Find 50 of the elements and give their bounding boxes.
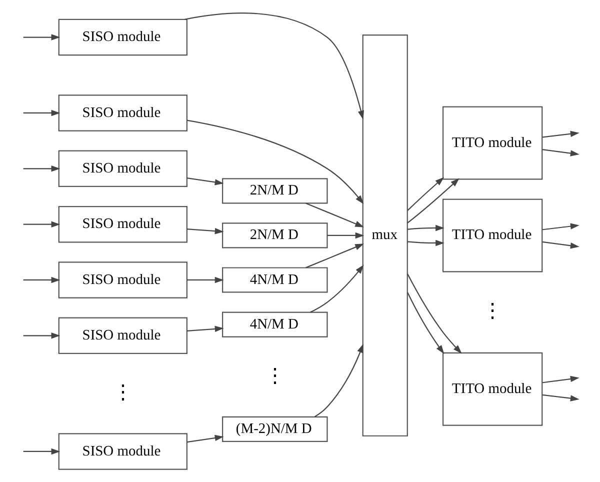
arrow: [406, 224, 444, 232]
label: ⋮: [482, 300, 502, 322]
node-box: SISO module: [58, 150, 187, 188]
arrow: [186, 228, 224, 234]
arrow: [22, 34, 60, 40]
node-box: 2N/M D: [222, 178, 328, 204]
arrow: [542, 376, 579, 384]
arrow: [542, 394, 579, 402]
node-box: SISO module: [58, 206, 187, 243]
node-box: 2N/M D: [222, 222, 328, 248]
arrow: [542, 148, 579, 156]
node-box: SISO module: [58, 433, 187, 470]
arrow: [186, 177, 224, 186]
arrow: [186, 434, 224, 443]
arrow: [22, 221, 60, 228]
node-box: 4N/M D: [222, 312, 328, 338]
arrow: [542, 223, 579, 230]
arrow: [22, 276, 60, 284]
arrow: [542, 130, 579, 138]
node-box: SISO module: [58, 18, 187, 56]
node-box: SISO module: [58, 317, 187, 354]
node-box: SISO module: [58, 94, 187, 132]
arrow: [186, 276, 224, 284]
node-box: (M-2)N/M D: [222, 416, 328, 442]
arrow: [186, 326, 224, 332]
arrow: [22, 166, 60, 172]
label: ⋮: [264, 364, 284, 387]
arrow: [310, 264, 364, 313]
node-box: 4N/M D: [222, 267, 328, 293]
arrow: [542, 241, 579, 249]
arrow: [314, 344, 363, 418]
node-box: mux: [362, 34, 408, 436]
arrow: [406, 177, 444, 211]
arrow: [406, 240, 444, 246]
node-box: TITO module: [442, 352, 542, 426]
arrow: [22, 110, 60, 116]
label: ⋮: [112, 381, 132, 404]
arrow: [22, 332, 60, 339]
arrow: [406, 292, 444, 354]
arrow: [184, 12, 364, 120]
arrow: [186, 120, 364, 204]
node-box: TITO module: [442, 198, 542, 272]
arrow: [406, 274, 462, 354]
arrow: [305, 244, 364, 268]
arrow: [305, 202, 364, 228]
arrow: [22, 448, 60, 455]
node-box: SISO module: [58, 262, 187, 298]
node-box: TITO module: [442, 106, 542, 180]
arrow: [326, 232, 364, 239]
arrow: [406, 178, 459, 224]
